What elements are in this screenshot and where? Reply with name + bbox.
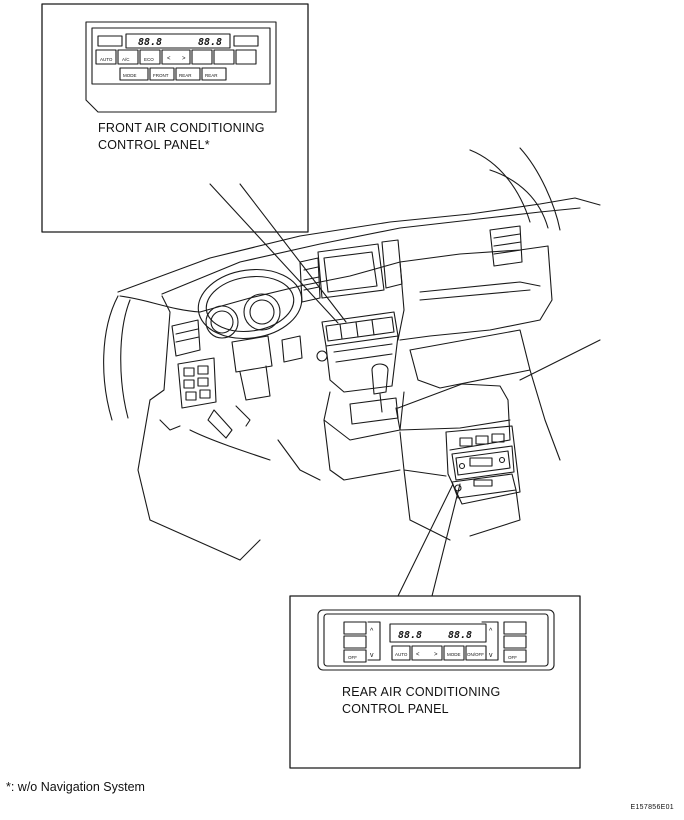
front-panel-label-line1: FRONT AIR CONDITIONING: [98, 121, 265, 135]
dashboard-illustration: [103, 147, 601, 561]
front-panel-label: FRONT AIR CONDITIONING CONTROL PANEL*: [98, 120, 265, 154]
rear-btn-off-left: OFF: [348, 655, 357, 660]
rear-callout-box: [289, 595, 581, 769]
front-display-right: 88.8: [198, 37, 222, 48]
front-btn-mode: MODE: [123, 73, 137, 78]
rear-up-arrow-right: ^: [489, 628, 493, 635]
rear-down-arrow-left: v: [370, 652, 374, 659]
rear-down-arrow-right: v: [489, 652, 493, 659]
rear-panel-label-line2: CONTROL PANEL: [342, 702, 449, 716]
footnote: *: w/o Navigation System: [6, 780, 145, 794]
front-btn-ac: A/C: [122, 57, 130, 62]
front-btn-auto: AUTO: [100, 57, 113, 62]
rear-display-left: 88.8: [398, 630, 422, 641]
rear-arrow-right: >: [434, 652, 438, 658]
front-panel-lcd: 88.8 88.8 AUTO A/C ECO < > MODE FRONT RE…: [100, 37, 222, 78]
front-btn-eco: ECO: [144, 57, 154, 62]
front-btn-rear-1: REAR: [179, 73, 192, 78]
rear-panel-label-line1: REAR AIR CONDITIONING: [342, 685, 501, 699]
rear-leader-lines: [397, 483, 461, 597]
front-btn-rear-2: REAR: [205, 73, 218, 78]
figure-id: E157856E01: [630, 804, 674, 811]
front-btn-front: FRONT: [153, 73, 169, 78]
front-panel-label-line2: CONTROL PANEL*: [98, 138, 210, 152]
rear-btn-onoff: ON/OFF: [467, 652, 484, 657]
front-callout-box: [41, 3, 309, 233]
rear-display-right: 88.8: [448, 630, 472, 641]
front-arrow-right: >: [182, 56, 186, 62]
front-arrow-left: <: [167, 56, 171, 62]
rear-btn-mode: MODE: [447, 652, 461, 657]
rear-panel-label: REAR AIR CONDITIONING CONTROL PANEL: [342, 684, 500, 718]
rear-up-arrow-left: ^: [370, 628, 374, 635]
rear-arrow-left: <: [416, 652, 420, 658]
rear-btn-off-right: OFF: [508, 655, 517, 660]
front-leader-lines: [209, 183, 347, 324]
rear-panel-lcd: 88.8 88.8 ^ v ^ v OFF AUTO < > MODE ON/O…: [348, 628, 517, 660]
front-display-left: 88.8: [138, 37, 162, 48]
rear-btn-auto: AUTO: [395, 652, 408, 657]
